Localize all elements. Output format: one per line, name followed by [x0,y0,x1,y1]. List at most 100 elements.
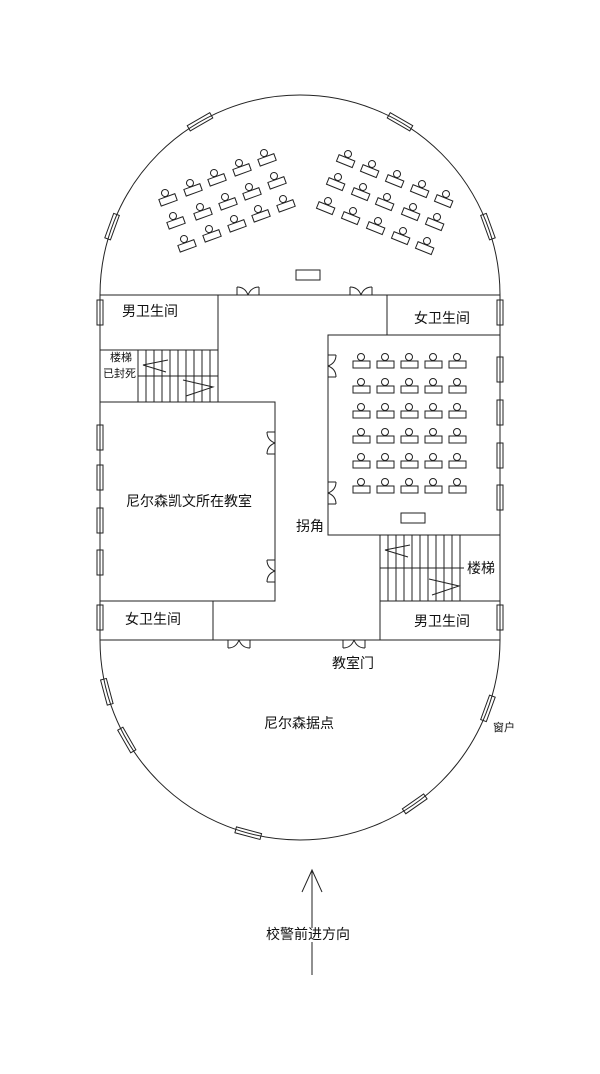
desk-with-seat [227,215,247,233]
door-icon [266,559,276,583]
desk-icon [193,207,213,221]
desk-icon [424,410,443,419]
label-police-direction: 校警前进方向 [266,927,350,943]
desk-with-seat [433,190,454,209]
desk-icon [227,219,247,233]
desk-with-seat [166,212,186,230]
seat-icon [357,428,365,436]
desk-icon [400,435,419,444]
seat-icon [381,453,389,461]
seat-icon [357,478,365,486]
seat-icon [245,183,253,191]
desk-icon [390,231,411,246]
windows [96,112,504,841]
window-icon [96,604,104,631]
window-icon [496,484,504,511]
right-classroom-room [327,334,501,536]
desk-with-seat [315,197,336,216]
desk-with-seat [352,428,371,444]
desk-with-seat [376,428,395,444]
desk-with-seat [448,428,467,444]
window-icon [96,464,104,491]
label-corner: 拐角 [296,519,324,535]
desk-with-seat [365,217,386,236]
desk-icon [177,239,197,253]
label-male-restroom-bottom-right: 男卫生间 [414,614,470,630]
desk-icon [424,435,443,444]
desk-with-seat [400,203,421,222]
seat-icon [235,159,243,167]
window-icon [496,604,504,631]
desk-icon [335,154,356,169]
desk-with-seat [177,235,197,253]
seat-icon [357,353,365,361]
window-icon [99,677,114,706]
desk-with-seat [376,453,395,469]
desk-with-seat [325,173,346,192]
desk-icon [400,360,419,369]
seat-icon [381,378,389,386]
desk-with-seat [376,353,395,369]
desk-icon [251,209,271,223]
desk-with-seat [276,195,296,213]
desk-icon [448,435,467,444]
label-stairs-sealed-note: 已封死 [103,367,136,380]
seat-icon [357,403,365,411]
desk-with-seat [424,453,443,469]
stair-arrow-icon [384,544,411,558]
seat-icon [453,453,461,461]
desk-icon [424,485,443,494]
desk-with-seat [218,193,238,211]
seat-icon [381,478,389,486]
desk-with-seat [352,353,371,369]
desk-icon [352,385,371,394]
desk-icon [376,410,395,419]
desk-icon [409,184,430,199]
desk-with-seat [424,478,443,494]
label-male-restroom-top-left: 男卫生间 [122,304,178,320]
desk-icon [202,229,222,243]
window-icon [117,726,137,754]
desk-icon [448,485,467,494]
desk-icon [315,201,336,216]
label-window: 窗户 [493,721,515,734]
desk-icon [414,241,435,256]
desk-icon [376,435,395,444]
window-icon [480,694,496,723]
label-stairs-sealed: 楼梯 [110,351,132,364]
desk-with-seat [424,353,443,369]
seat-icon [161,189,169,197]
desk-with-seat [390,227,411,246]
seat-icon [180,235,188,243]
window-icon [386,112,414,132]
door-icon [236,286,260,296]
stair-arrow-icon [428,578,461,596]
desk-with-seat [424,378,443,394]
desk-with-seat [400,453,419,469]
seat-icon [405,403,413,411]
seat-icon [210,169,218,177]
desk-with-seat [400,428,419,444]
stair-arrow-icon [182,379,215,397]
label-female-restroom-bottom-left: 女卫生间 [125,612,181,628]
seat-icon [381,428,389,436]
desk-icon [400,460,419,469]
desk-with-seat [335,150,356,169]
desk-icon [242,187,262,201]
seat-icon [405,353,413,361]
desk-with-seat [448,353,467,369]
desk-icon [350,187,371,202]
desk-icon [207,173,227,187]
desk-with-seat [340,207,361,226]
desk-with-seat [359,160,380,179]
desk-with-seat [376,403,395,419]
seat-icon [453,378,461,386]
desk-icon [257,153,277,167]
desk-with-seat [350,183,371,202]
desk-icon [340,211,361,226]
seat-icon [429,403,437,411]
seat-icon [453,353,461,361]
desk-with-seat [193,203,213,221]
window-icon [496,299,504,326]
